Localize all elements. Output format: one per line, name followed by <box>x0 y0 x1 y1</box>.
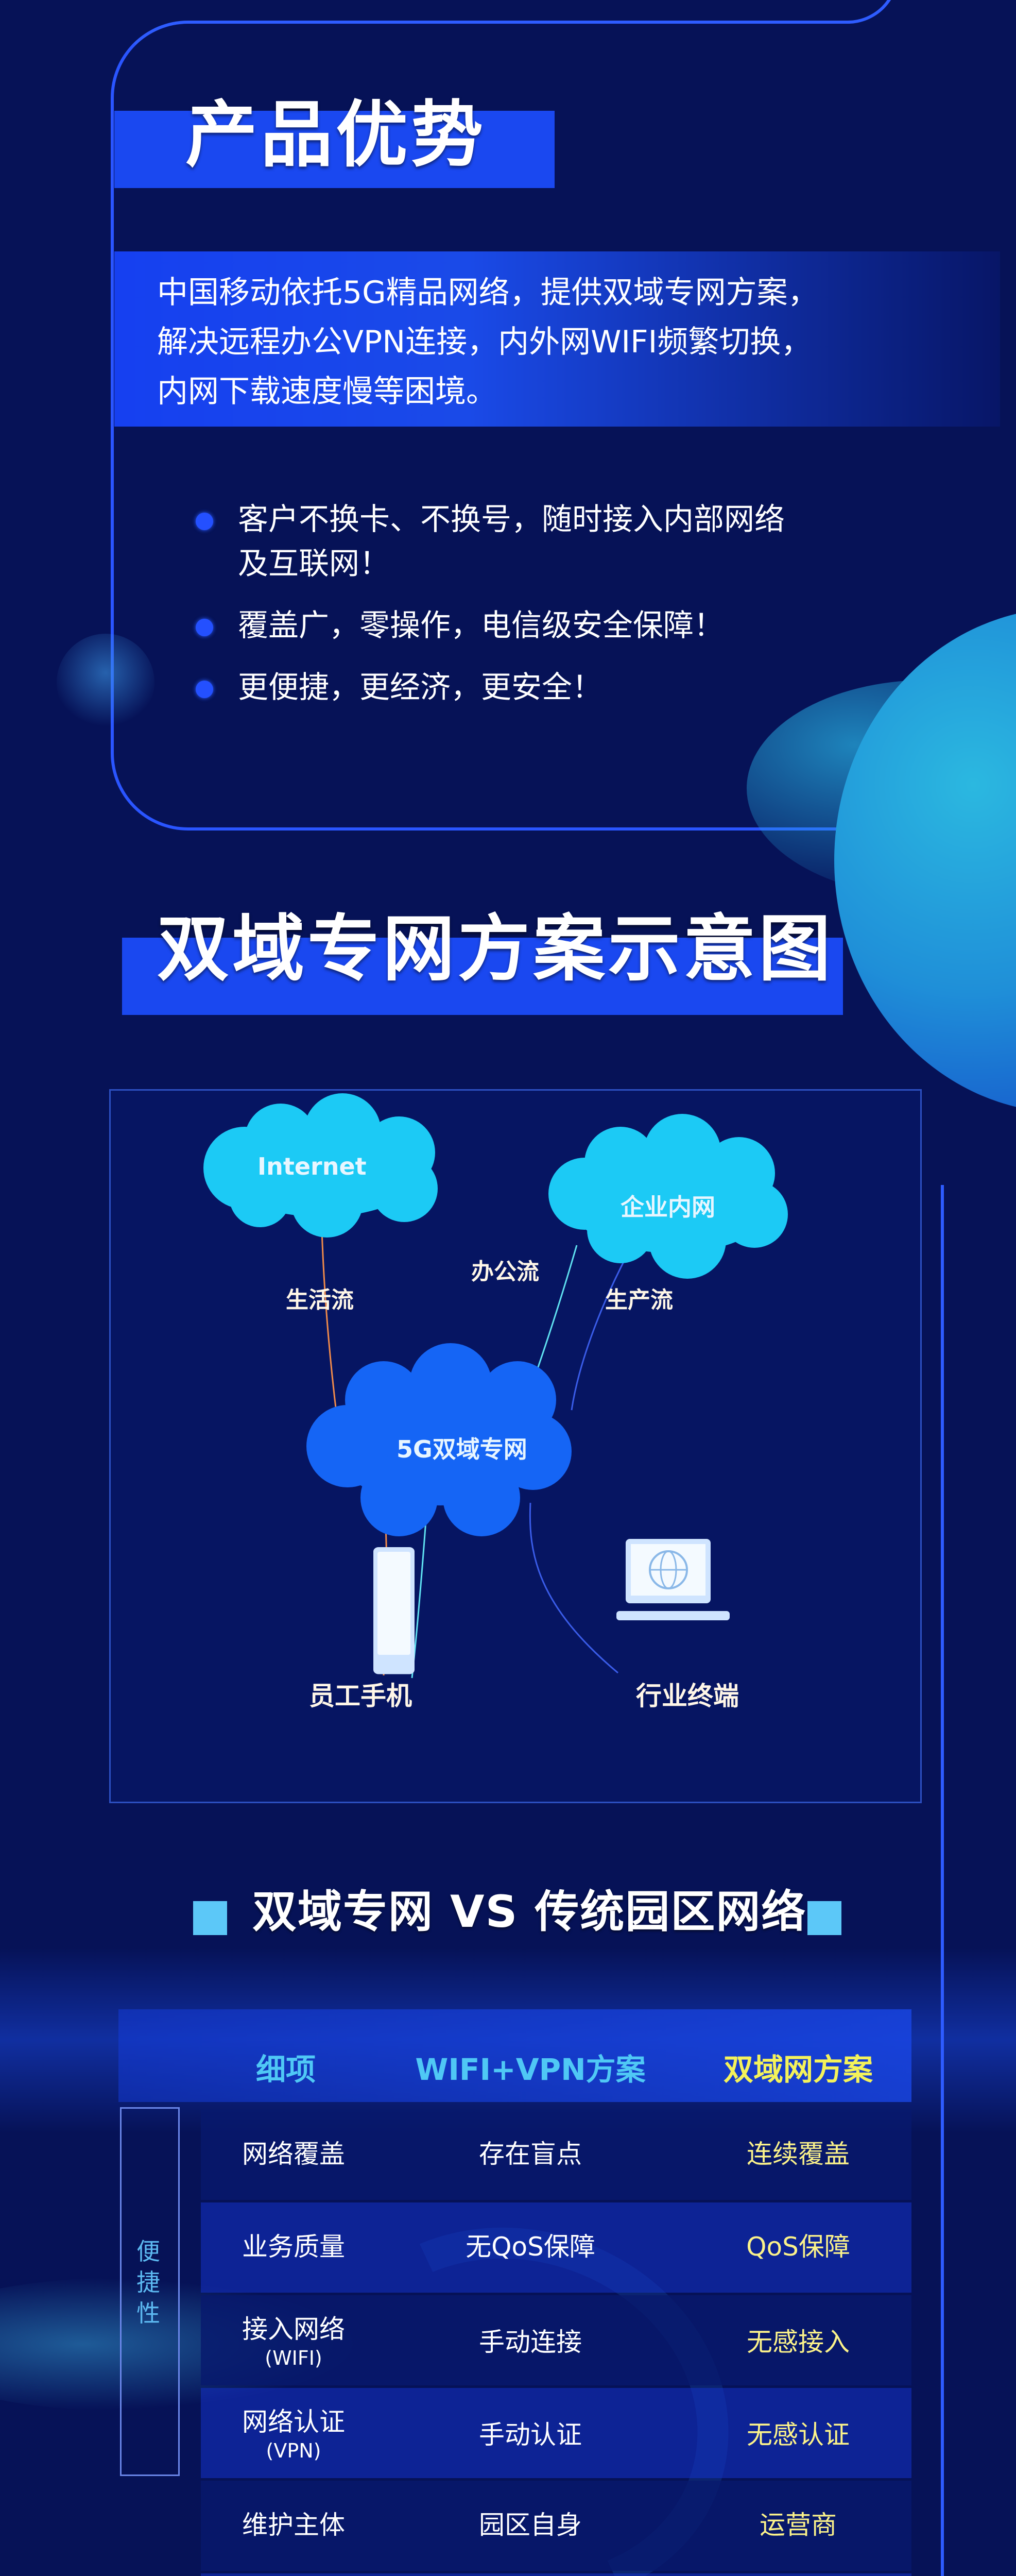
bullet-item: 覆盖广，零操作，电信级安全保障！ <box>191 603 911 648</box>
cell-feature: 网络覆盖 <box>242 2139 345 2169</box>
terminal-label: 行业终端 <box>636 1681 739 1711</box>
office-flow-label: 办公流 <box>471 1259 539 1285</box>
row-bg <box>201 2481 911 2571</box>
title-square-left-icon <box>193 1901 227 1935</box>
internet-label: Internet <box>257 1153 367 1180</box>
header-dual: 双域网方案 <box>723 2052 873 2087</box>
cell-dual: 无感接入 <box>747 2327 850 2357</box>
cell-wifi-vpn: 手动认证 <box>479 2420 582 2450</box>
network-diagram: Internet 企业内网 5G双域专网 生活流 办公流 生产流 员工手机 行业… <box>109 1089 922 1803</box>
core-label: 5G双域专网 <box>397 1435 527 1463</box>
phone-icon <box>373 1547 415 1674</box>
bullet-item: 客户不换卡、不换号，随时接入内部网络 及互联网！ <box>191 497 911 586</box>
diagram-lines <box>203 1093 788 1679</box>
row-bg <box>201 2295 911 2385</box>
diagram-title-bar <box>122 938 843 1015</box>
intro-line: 内网下载速度慢等困境。 <box>157 374 497 410</box>
group-convenience-label: 便 捷 性 <box>136 2238 160 2327</box>
header-wifi-vpn: WIFI+VPN方案 <box>415 2052 646 2087</box>
cell-feature: 维护主体 <box>242 2510 345 2540</box>
cell-wifi-vpn: 园区自身 <box>479 2510 582 2540</box>
cell-feature: 接入网络 (WIFI) <box>242 2314 345 2369</box>
cell-wifi-vpn: 存在盲点 <box>479 2139 582 2169</box>
intro-line: 解决远程办公VPN连接，内外网WIFI频繁切换， <box>157 324 812 360</box>
group-convenience <box>120 2107 180 2476</box>
cell-wifi-vpn: 手动连接 <box>479 2327 582 2357</box>
enterprise-cloud <box>548 1114 788 1279</box>
phone-label: 员工手机 <box>309 1681 412 1711</box>
production-flow-label: 生产流 <box>605 1287 673 1313</box>
decor-small-sphere <box>57 634 154 732</box>
row-bg <box>201 2573 911 2576</box>
cell-feature: 业务质量 <box>242 2232 345 2262</box>
title-square-right-icon <box>807 1901 841 1935</box>
compare-title: 双域专网 VS 传统园区网络 <box>252 1886 807 1938</box>
table-header-bg <box>118 2009 911 2102</box>
bullet-dot-icon <box>196 619 213 636</box>
core-cloud <box>306 1343 572 1536</box>
advantage-bullets: 客户不换卡、不换号，随时接入内部网络 及互联网！ 覆盖广，零操作，电信级安全保障… <box>191 497 911 727</box>
laptop-icon <box>616 1539 730 1620</box>
cell-dual: 运营商 <box>760 2510 837 2540</box>
life-flow-label: 生活流 <box>286 1287 354 1313</box>
row-bg <box>201 2388 911 2478</box>
row-bg <box>201 2110 911 2200</box>
cell-dual: 无感认证 <box>747 2420 850 2450</box>
advantages-frame <box>111 21 845 831</box>
frame-curve-right <box>941 1185 944 2576</box>
cell-dual: QoS保障 <box>746 2232 850 2262</box>
bullet-dot-icon <box>196 513 213 530</box>
header-detail: 细项 <box>255 2052 316 2087</box>
bullet-item: 更便捷，更经济，更安全！ <box>191 665 911 709</box>
row-bg <box>201 2202 911 2293</box>
enterprise-label: 企业内网 <box>621 1193 715 1221</box>
intro-text: 中国移动依托5G精品网络，提供双域专网方案， 解决远程办公VPN连接，内外网WI… <box>157 268 929 416</box>
diagram-title: 双域专网方案示意图 <box>157 907 834 991</box>
intro-box <box>114 251 1000 427</box>
internet-cloud <box>203 1093 438 1238</box>
cell-wifi-vpn: 无QoS保障 <box>466 2232 595 2262</box>
intro-line: 中国移动依托5G精品网络，提供双域专网方案， <box>157 275 819 311</box>
advantages-title: 产品优势 <box>185 93 487 177</box>
cell-dual: 连续覆盖 <box>747 2139 850 2169</box>
cell-feature: 网络认证 (VPN) <box>242 2407 345 2462</box>
bullet-dot-icon <box>196 681 213 698</box>
advantages-title-bar <box>114 111 555 188</box>
